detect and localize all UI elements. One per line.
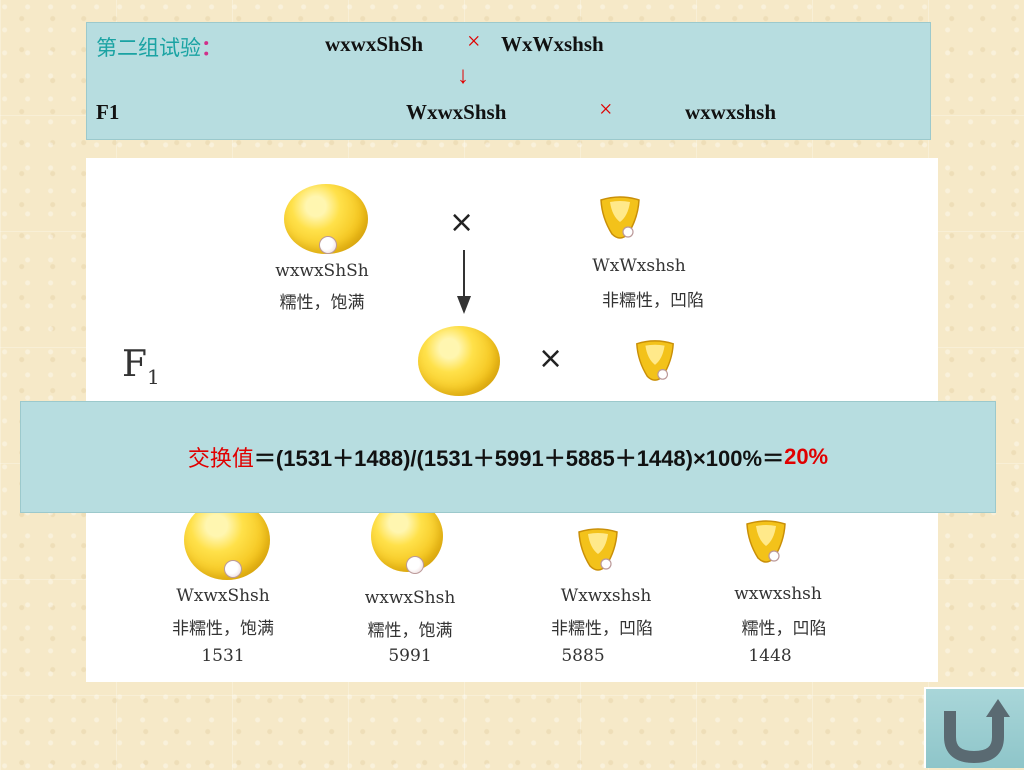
germ-dot bbox=[319, 236, 337, 254]
parent1-genotype-label: wxwxShSh bbox=[275, 261, 369, 281]
cross-symbol-2: × bbox=[599, 97, 613, 123]
f1-round-kernel-image bbox=[418, 326, 500, 396]
f1-shrunken-kernel-image bbox=[636, 340, 674, 381]
formula-result: 20% bbox=[784, 444, 829, 469]
return-button[interactable] bbox=[924, 687, 1024, 768]
formula-expression: ＝(1531＋1488)/(1531＋5991＋5885＋1448)×100%＝ bbox=[253, 446, 785, 471]
offspring4-phenotype: 糯性，凹陷 bbox=[741, 619, 827, 639]
germ-dot bbox=[224, 560, 242, 578]
offspring2-genotype: wxwxShsh bbox=[364, 588, 456, 608]
offspring3-genotype: Wxwxshsh bbox=[560, 586, 652, 606]
offspring3-count: 5885 bbox=[561, 646, 605, 666]
testcross-parent-genotype: wxwxshsh bbox=[685, 100, 777, 124]
cross-symbol: × bbox=[467, 29, 481, 55]
offspring1-count: 1531 bbox=[201, 646, 245, 666]
offspring3-kernel-image bbox=[578, 528, 618, 571]
offspring3-phenotype: 非糯性，凹陷 bbox=[551, 619, 653, 639]
offspring2-count: 5991 bbox=[388, 646, 432, 666]
offspring2-phenotype: 糯性，饱满 bbox=[367, 621, 453, 641]
shrunken-kernel-image bbox=[600, 196, 640, 239]
formula-label: 交换值 bbox=[187, 447, 254, 472]
germ-dot bbox=[406, 556, 424, 574]
f1-genotype: WxwxShsh bbox=[406, 100, 507, 124]
parent1-phenotype-label: 糯性，饱满 bbox=[279, 293, 365, 313]
offspring1-phenotype: 非糯性，饱满 bbox=[172, 619, 274, 639]
down-arrow: ↓ bbox=[457, 63, 469, 89]
f1-cross-sign: × bbox=[538, 341, 564, 376]
parent2-phenotype-label: 非糯性，凹陷 bbox=[602, 291, 704, 311]
recombination-formula-panel: 交换值＝(1531＋1488)/(1531＋5991＋5885＋1448)×10… bbox=[20, 401, 996, 513]
return-u-arrow-icon bbox=[944, 699, 1010, 764]
offspring4-count: 1448 bbox=[748, 646, 792, 666]
parent1-genotype: wxwxShSh bbox=[325, 32, 424, 56]
experiment-title: 第二组试验： bbox=[96, 36, 222, 60]
parent2-genotype-label: WxWxshsh bbox=[592, 256, 686, 276]
offspring4-kernel-image bbox=[746, 520, 786, 563]
f1-figure-label: F1 bbox=[122, 344, 160, 390]
offspring4-genotype: wxwxshsh bbox=[734, 584, 822, 604]
down-arrow-icon bbox=[457, 250, 471, 314]
offspring1-genotype: WxwxShsh bbox=[176, 586, 270, 606]
f1-label: F1 bbox=[96, 100, 120, 124]
parent2-genotype: WxWxshsh bbox=[501, 32, 604, 56]
cross-description-panel: 第二组试验： wxwxShSh × WxWxshsh ↓ F1 WxwxShsh… bbox=[86, 22, 931, 140]
cross-sign: × bbox=[449, 205, 475, 240]
